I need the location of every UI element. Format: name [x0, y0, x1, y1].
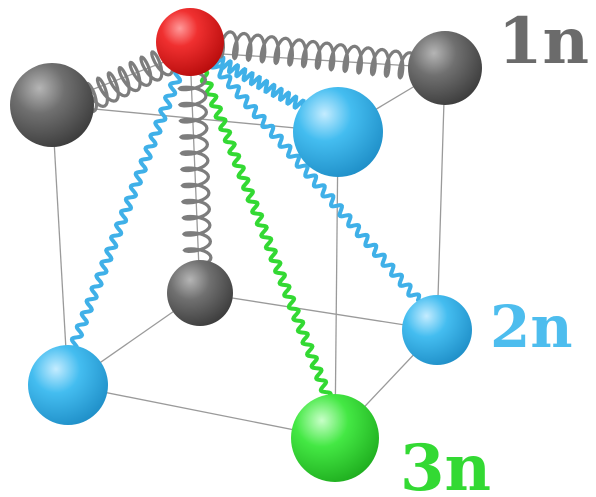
cube-edge — [334, 131, 339, 439]
cube-edge — [51, 104, 339, 133]
cube-edge — [189, 51, 201, 294]
cube-edge — [51, 104, 69, 386]
label-first-neighbor: 1n — [498, 4, 589, 79]
third-neighbor-atom — [291, 394, 379, 482]
central-atom — [156, 8, 224, 76]
cube-edge — [199, 292, 438, 331]
label-second-neighbor: 2n — [490, 293, 573, 361]
cube-edges — [51, 51, 446, 439]
atoms — [10, 8, 482, 482]
third-neighbor-spring — [195, 63, 333, 400]
first-neighbor-atom — [408, 31, 482, 105]
second-neighbor-atom — [402, 295, 472, 365]
second-neighbor-spring — [205, 51, 313, 114]
second-neighbor-atom — [28, 345, 108, 425]
cube-edge — [67, 384, 336, 439]
cube-edge — [436, 67, 446, 331]
second-neighbor-spring — [208, 60, 422, 302]
first-neighbor-spring — [176, 69, 213, 269]
springs — [69, 28, 422, 400]
first-neighbor-spring — [204, 28, 419, 80]
second-neighbor-atom — [293, 87, 383, 177]
label-third-neighbor: 3n — [400, 431, 491, 497]
first-neighbor-atom — [10, 63, 94, 147]
first-neighbor-spring — [79, 44, 175, 114]
second-neighbor-spring — [69, 68, 183, 352]
first-neighbor-atom — [167, 260, 233, 326]
